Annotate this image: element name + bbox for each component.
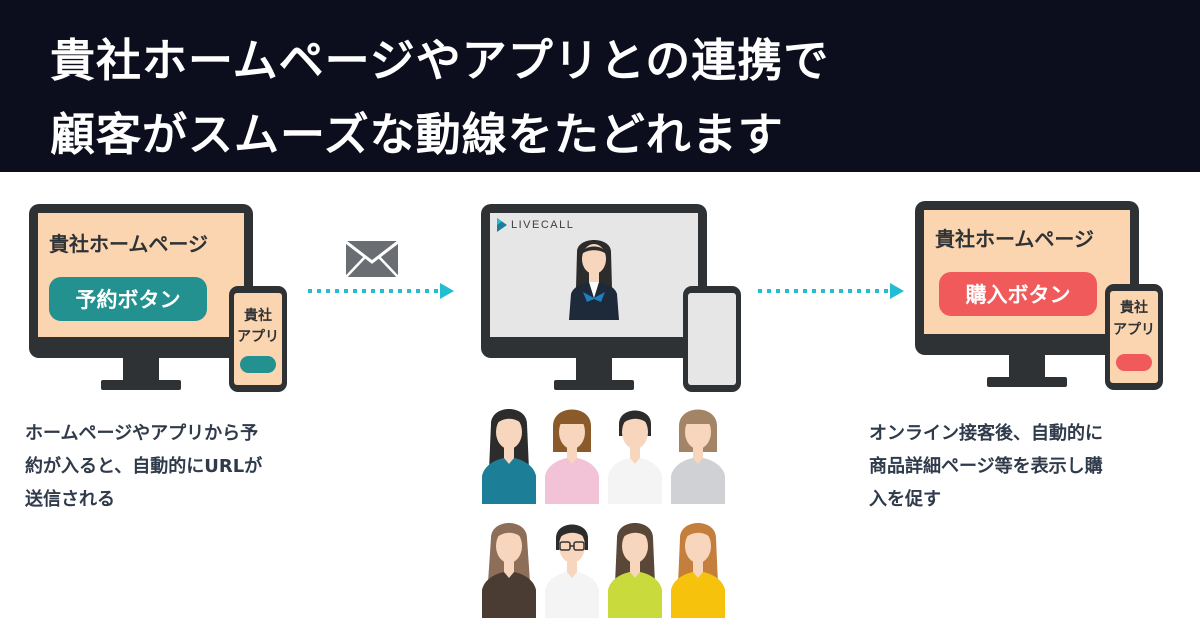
right-caption-line-3: 入を促す — [869, 483, 1103, 516]
right-phone-button[interactable] — [1116, 354, 1152, 371]
left-phone-label-2: アプリ — [229, 327, 287, 347]
envelope-icon — [345, 240, 399, 278]
right-caption: オンライン接客後、自動的に 商品詳細ページ等を表示し購 入を促す — [869, 417, 1103, 516]
operator-icon — [565, 232, 623, 320]
customer-icon — [608, 516, 662, 618]
middle-phone — [683, 286, 741, 392]
purchase-button[interactable]: 購入ボタン — [939, 272, 1097, 316]
dotted-arrow-icon-2 — [756, 281, 906, 301]
left-caption-line-3: 送信される — [25, 483, 262, 516]
customer-icon — [545, 516, 599, 618]
customer-icon — [608, 402, 662, 504]
dotted-arrow-icon — [306, 281, 456, 301]
right-phone-label-2: アプリ — [1105, 320, 1163, 340]
livecall-logo-icon — [497, 218, 507, 232]
left-screen-title: 貴社ホームページ — [49, 228, 208, 257]
left-caption-line-1: ホームページやアプリから予 — [25, 417, 262, 450]
left-caption-line-2: 約が入ると、自動的にURLが — [25, 450, 262, 483]
livecall-logo-text: LIVECALL — [511, 219, 574, 231]
customer-icon — [671, 516, 725, 618]
left-monitor: 貴社ホームページ 予約ボタン — [29, 204, 253, 390]
left-caption: ホームページやアプリから予 約が入ると、自動的にURLが 送信される — [25, 417, 262, 516]
right-caption-line-1: オンライン接客後、自動的に — [869, 417, 1103, 450]
left-phone-button[interactable] — [240, 356, 276, 373]
customer-icon — [545, 402, 599, 504]
customer-icon — [482, 402, 536, 504]
reserve-button[interactable]: 予約ボタン — [49, 277, 207, 321]
customer-icon — [482, 516, 536, 618]
headline-line-2: 顧客がスムーズな動線をたどれます — [50, 98, 784, 163]
customer-icon — [671, 402, 725, 504]
header-banner: 貴社ホームページやアプリとの連携で 顧客がスムーズな動線をたどれます — [0, 0, 1200, 172]
right-phone-label-1: 貴社 — [1105, 298, 1163, 318]
livecall-logo: LIVECALL — [497, 218, 574, 232]
left-phone-label-1: 貴社 — [229, 306, 287, 326]
right-screen-title: 貴社ホームページ — [935, 223, 1094, 252]
middle-monitor: LIVECALL — [481, 204, 707, 390]
headline-line-1: 貴社ホームページやアプリとの連携で — [50, 24, 829, 89]
right-caption-line-2: 商品詳細ページ等を表示し購 — [869, 450, 1103, 483]
left-phone: 貴社 アプリ — [229, 286, 287, 392]
right-phone: 貴社 アプリ — [1105, 284, 1163, 390]
